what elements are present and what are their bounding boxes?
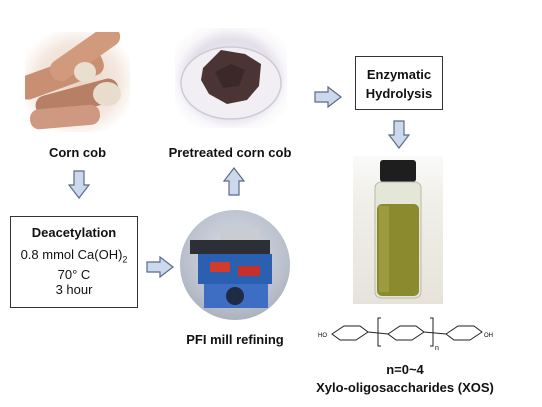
enzymatic-line2: Hydrolysis [365, 86, 433, 101]
vial-illustration [374, 160, 422, 299]
deacetylation-time: 3 hour [55, 281, 93, 297]
deacetylation-title: Deacetylation [31, 225, 117, 240]
corn-cobs-illustration [25, 32, 121, 130]
enzymatic-line1: Enzymatic [366, 67, 432, 82]
arrow-right-icon [314, 86, 342, 108]
n-range-label: n=0~4 [386, 362, 424, 377]
vial-photo [353, 156, 443, 304]
arrow-down-icon [68, 170, 90, 199]
xylose-ring-right [445, 325, 483, 341]
amount-subscript: 2 [122, 254, 128, 265]
deacetylation-amount: 0.8 mmol Ca(OH)2 [11, 247, 137, 265]
xos-label: Xylo-oligosaccharides (XOS) [316, 380, 494, 395]
bracket-right [430, 317, 434, 347]
petri-dish-illustration [180, 46, 282, 120]
xos-structure-diagram: HO OH n [318, 317, 493, 352]
pfi-mill-photo [180, 210, 290, 320]
deacetylation-temperature: 70° C [57, 266, 91, 282]
arrow-right-icon [146, 256, 174, 278]
structure-repeat-label: n [435, 345, 439, 352]
enzymatic-box: Enzymatic Hydrolysis [355, 56, 443, 110]
xylose-ring-middle [387, 325, 425, 341]
arrow-down-icon [388, 120, 410, 149]
structure-left-label: HO [318, 333, 327, 339]
pfi-label: PFI mill refining [186, 332, 284, 347]
pfi-mill-illustration [190, 228, 272, 308]
deacetylation-box: Deacetylation 0.8 mmol Ca(OH)2 70° C 3 h… [10, 216, 138, 308]
pretreated-label: Pretreated corn cob [168, 145, 292, 160]
xylose-ring-left [331, 325, 369, 341]
pretreated-dish-photo [175, 28, 287, 128]
amount-text: 0.8 mmol Ca(OH) [20, 247, 123, 262]
structure-right-label: OH [484, 333, 493, 339]
arrow-up-icon [223, 167, 245, 196]
corn-cob-photo [25, 32, 130, 132]
corn-cob-label: Corn cob [48, 145, 107, 160]
bracket-left [377, 317, 381, 347]
